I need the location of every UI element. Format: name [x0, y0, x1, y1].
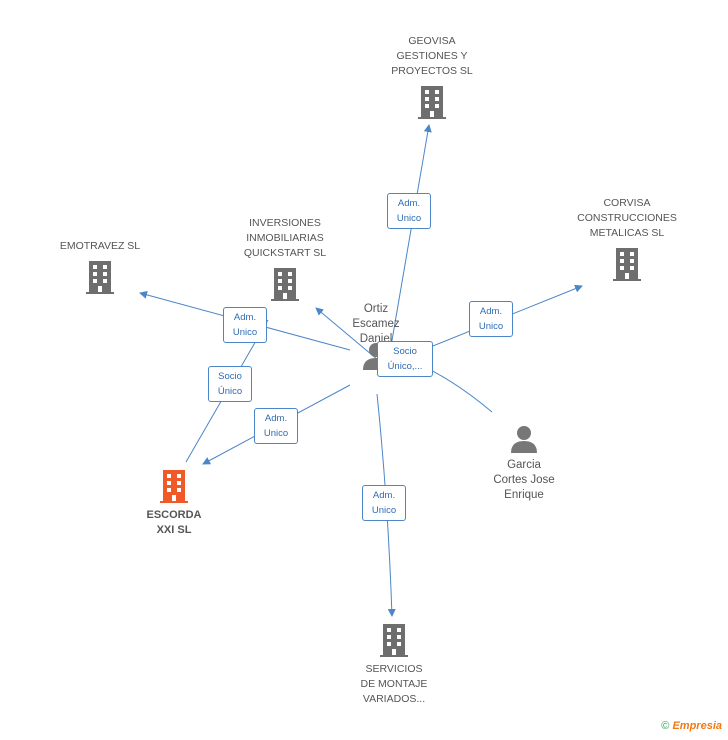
relation-badge-escorda[interactable]: Adm. Unico — [254, 408, 298, 444]
company-name: SERVICIOS DE MONTAJE VARIADOS... — [360, 663, 428, 705]
relation-badge-garcia[interactable]: Socio Único,... — [377, 341, 433, 377]
node-inversiones[interactable]: INVERSIONES INMOBILIARIAS QUICKSTART SL — [225, 216, 345, 302]
building-icon — [86, 261, 114, 294]
building-icon — [613, 248, 641, 281]
node-corvisa[interactable]: CORVISA CONSTRUCCIONES METALICAS SL — [567, 196, 687, 282]
company-name: CORVISA CONSTRUCCIONES METALICAS SL — [577, 197, 677, 239]
brand-footer: © Empresia — [661, 720, 722, 732]
building-icon — [160, 470, 188, 503]
building-icon — [380, 624, 408, 657]
building-icon — [271, 268, 299, 301]
company-name: GEOVISA GESTIONES Y PROYECTOS SL — [391, 35, 473, 77]
brand-logo: Empresia — [672, 720, 722, 732]
relation-badge-servicios[interactable]: Adm. Unico — [362, 485, 406, 521]
node-servicios[interactable]: SERVICIOS DE MONTAJE VARIADOS... — [334, 622, 454, 707]
company-name: INVERSIONES INMOBILIARIAS QUICKSTART SL — [243, 217, 327, 259]
relation-badge-socio-escorda[interactable]: Socio Único — [208, 366, 252, 402]
person-name: Garcia Cortes Jose Enrique — [493, 459, 555, 501]
relation-badge-corvisa[interactable]: Adm. Unico — [469, 301, 513, 337]
building-icon — [418, 86, 446, 119]
node-geovisa[interactable]: GEOVISA GESTIONES Y PROYECTOS SL — [372, 34, 492, 120]
edge-ortiz-inversiones — [315, 307, 379, 361]
person-icon — [511, 426, 537, 453]
node-garcia[interactable]: Garcia Cortes Jose Enrique — [479, 424, 569, 503]
node-emotravez[interactable]: EMOTRAVEZ SL — [45, 239, 155, 295]
node-escorda[interactable]: ESCORDA XXI SL — [124, 468, 224, 538]
company-name: EMOTRAVEZ SL — [59, 240, 141, 252]
relation-badge-inversiones[interactable]: Adm. Unico — [223, 307, 267, 343]
company-name: ESCORDA XXI SL — [146, 509, 202, 536]
relation-badge-geovisa[interactable]: Adm. Unico — [387, 193, 431, 229]
copyright-icon: © — [661, 720, 670, 732]
edge-ortiz-geovisa — [389, 124, 432, 353]
